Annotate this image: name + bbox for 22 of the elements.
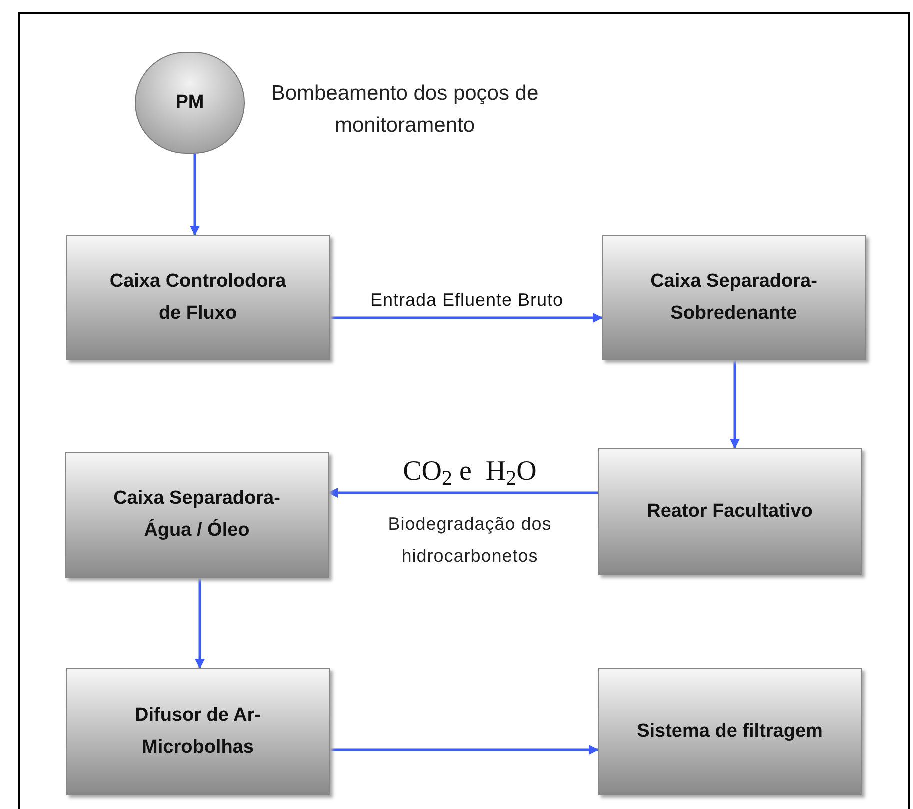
arrow xyxy=(190,154,200,236)
process-box xyxy=(65,452,329,578)
process-box xyxy=(66,668,330,795)
arrow xyxy=(328,488,598,498)
arrow xyxy=(195,578,205,669)
process-box xyxy=(598,668,862,795)
node-label: Sistema de filtragem xyxy=(637,720,823,744)
edge-label: CO$_{2}$ e H$_{2}$O xyxy=(402,455,538,489)
process-box xyxy=(602,235,866,360)
node-label: Reator Facultativo xyxy=(647,500,813,524)
node-label: PM xyxy=(176,90,204,115)
node-label: Caixa Controlodora de Fluxo xyxy=(108,270,288,326)
arrow xyxy=(330,313,603,323)
arrow xyxy=(330,745,599,755)
note-text: Biodegradação dos hidrocarbonetos xyxy=(387,513,553,568)
node-caption: Bombeamento dos poços de monitoramento xyxy=(270,81,540,139)
node-label: Difusor de Ar-Microbolhas xyxy=(134,704,262,760)
node-label: Caixa Separadora-Água / Óleo xyxy=(112,487,282,543)
node-label: Caixa Separadora-Sobredenante xyxy=(650,270,818,326)
process-box xyxy=(598,448,862,575)
process-box xyxy=(66,235,330,360)
arrow xyxy=(730,360,740,449)
